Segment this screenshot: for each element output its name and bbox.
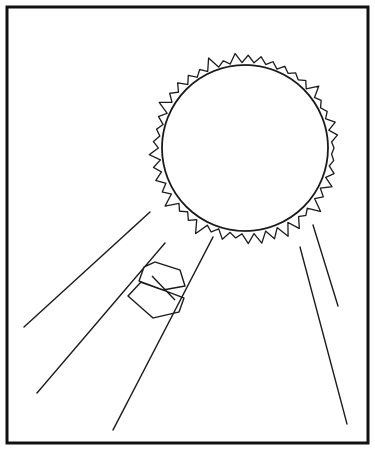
- sun-disk: [162, 65, 328, 231]
- light-ray: [113, 237, 213, 430]
- light-rays: [24, 212, 347, 430]
- light-ray: [24, 212, 150, 327]
- light-ray: [313, 225, 338, 306]
- sun-icon: [149, 54, 337, 244]
- drawing-frame: [7, 7, 368, 443]
- hexagon-crystal-icon: [128, 262, 185, 318]
- light-ray: [300, 247, 347, 424]
